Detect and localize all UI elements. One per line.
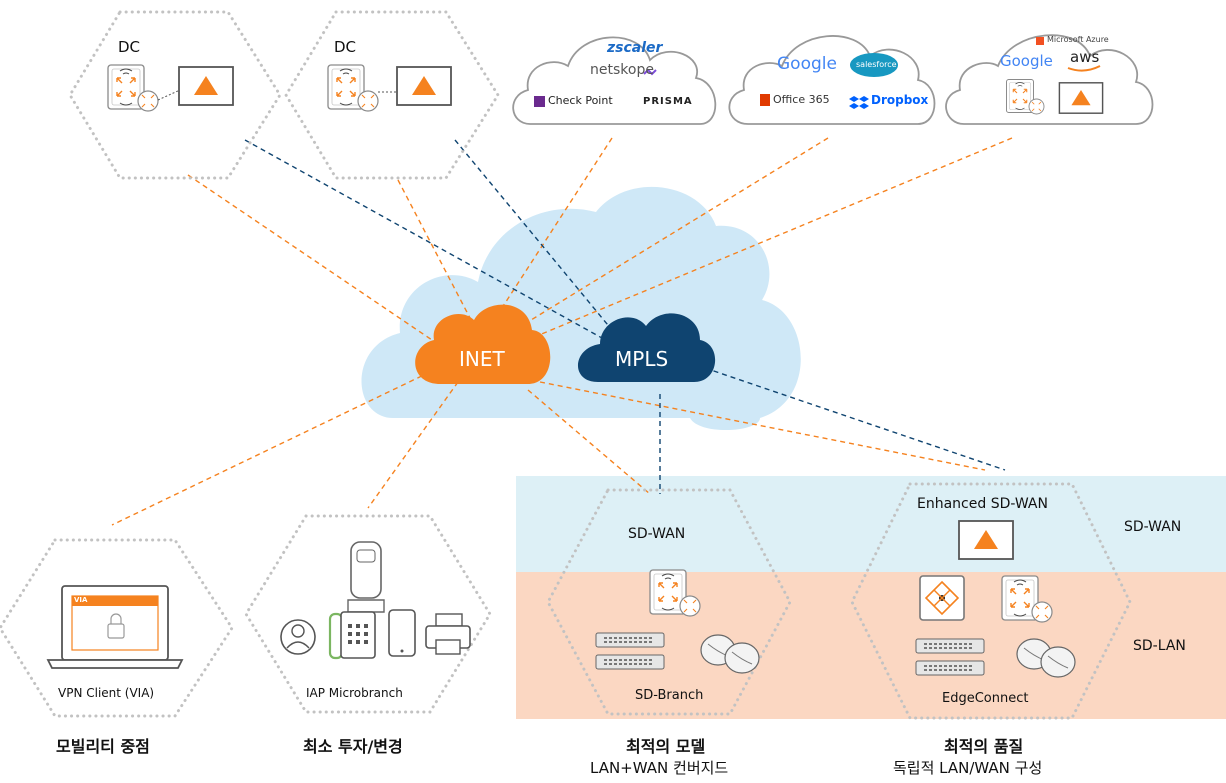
- mpls-cloud: [577, 313, 716, 382]
- checkpoint-icon: [534, 96, 545, 107]
- enhanced-sdwan-label: Enhanced SD-WAN: [917, 496, 1048, 512]
- google-cloud-logo: Google: [1000, 52, 1053, 70]
- edgeconnect-appliance: [919, 575, 965, 621]
- sdbranch-switch-2: [595, 654, 665, 670]
- sdwan-band: [516, 476, 1226, 572]
- netskope-logo: netskope: [590, 62, 654, 78]
- enhanced-sdwan-monitor: [958, 520, 1014, 560]
- saas-cloud: [728, 35, 936, 125]
- user-icon: [280, 619, 316, 655]
- caption-min-invest: 최소 투자/변경: [303, 737, 403, 756]
- caption-optimal-model-sub: LAN+WAN 컨버지드: [590, 759, 729, 777]
- mobile-phone-icon: [388, 609, 416, 657]
- ms-logo: [1036, 37, 1044, 45]
- zscaler-logo: zscaler: [607, 40, 663, 56]
- caption-mobility: 모빌리티 중점: [56, 737, 150, 756]
- vpn-client-label: VPN Client (VIA): [58, 686, 155, 700]
- dc-left-monitor: [178, 66, 234, 106]
- sdbranch-switch-1: [595, 632, 665, 648]
- iaas-monitor: [1058, 82, 1104, 114]
- security-cloud: [512, 36, 717, 125]
- dc-left-label: DC: [118, 38, 141, 56]
- caption-optimal-model: 최적의 모델: [626, 737, 706, 756]
- edgeconnect-hex: [850, 482, 1132, 720]
- dc-left-gateway: [107, 64, 159, 112]
- via-badge: VIA: [74, 596, 88, 604]
- prisma-logo: PRISMA: [643, 96, 693, 107]
- internet-cloud: [361, 186, 801, 431]
- dc-right-label: DC: [334, 38, 357, 56]
- netskope-icon: [643, 68, 657, 76]
- edgeconnect-label: EdgeConnect: [942, 691, 1029, 706]
- office365-logo: Office 365: [773, 93, 830, 106]
- aws-logo: aws: [1070, 48, 1100, 66]
- iap-hex: [244, 514, 492, 714]
- sdwan-zone-label: SD-WAN: [1124, 519, 1182, 535]
- edgeconnect-ap-2: [1040, 646, 1076, 678]
- dropbox-icon: [849, 96, 869, 109]
- iap-microbranch-label: IAP Microbranch: [306, 686, 403, 700]
- dc-right-monitor: [396, 66, 452, 106]
- office-icon: [760, 94, 770, 106]
- mpls-label: MPLS: [615, 347, 669, 371]
- sd-branch-label: SD-Branch: [635, 688, 704, 703]
- sdlan-zone-label: SD-LAN: [1133, 638, 1186, 654]
- salesforce-text: salesforce: [856, 60, 897, 69]
- edgeconnect-switch-1: [915, 638, 985, 654]
- dropbox-logo: Dropbox: [871, 93, 929, 107]
- sdbranch-hex: [546, 488, 792, 716]
- desk-phone-icon: [328, 611, 376, 660]
- dc-right-hex: [284, 10, 500, 180]
- salesforce-logo: [850, 53, 898, 77]
- azure-logo: Microsoft Azure: [1047, 35, 1109, 44]
- checkpoint-logo: Check Point: [548, 94, 613, 107]
- printer-icon: [425, 613, 471, 655]
- inet-cloud: [415, 304, 551, 384]
- inet-label: INET: [459, 347, 505, 371]
- iap-device-icon: [347, 541, 385, 613]
- mpls-links: [244, 139, 1006, 494]
- caption-optimal-quality-sub: 독립적 LAN/WAN 구성: [893, 759, 1043, 777]
- google-logo: Google: [777, 54, 837, 74]
- dc-left-hex: [68, 10, 282, 180]
- via-hex: [0, 538, 234, 718]
- edgeconnect-switch-2: [915, 660, 985, 676]
- caption-optimal-quality: 최적의 품질: [944, 737, 1024, 756]
- iaas-cloud: [945, 34, 1154, 125]
- dc-right-gateway: [327, 64, 379, 112]
- inet-links: [111, 137, 1013, 526]
- laptop-icon: [46, 585, 184, 669]
- aws-smile: [1067, 65, 1101, 72]
- sdbranch-ap-2: [724, 642, 760, 674]
- sdwan-hex-label: SD-WAN: [628, 526, 686, 542]
